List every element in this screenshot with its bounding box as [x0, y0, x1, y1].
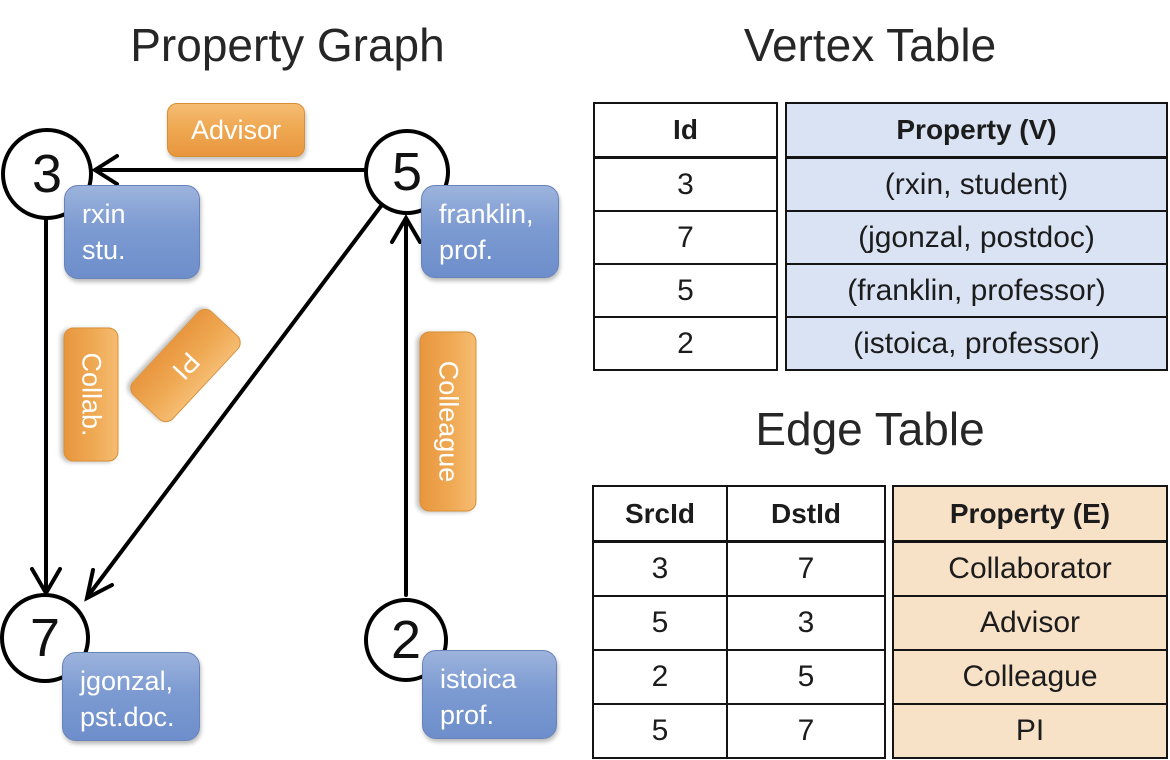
edge-dstid-cell: 7 [728, 703, 884, 757]
vertex-property-line2: prof. [439, 234, 494, 265]
edge-table-title: Edge Table [755, 403, 985, 455]
vertex-table-title: Vertex Table [743, 19, 997, 71]
vertex-property-box-5: franklin, prof. [421, 185, 559, 278]
vertex-table-header-id: Id [595, 104, 776, 157]
edge-label-colleague: Colleague [419, 331, 477, 512]
arrowhead-icon [91, 154, 119, 186]
edge-srcid-cell: 5 [594, 703, 726, 757]
vertex-id-cell: 2 [595, 316, 776, 369]
edge-property-cell: Collaborator [894, 541, 1166, 595]
graph-edges-layer [30, 154, 422, 602]
edge-pi-5-to-7 [84, 204, 383, 602]
edge-table-dstid-column: DstId 7 3 5 7 [726, 487, 884, 757]
edge-dstid-cell: 3 [728, 595, 884, 649]
vertex-property-box-3: rxin stu. [64, 185, 200, 279]
vertex-property-line2: pst.doc. [80, 701, 175, 732]
edge-table-srcid-column: SrcId 3 5 2 5 [594, 487, 726, 757]
arrowhead-icon [390, 214, 422, 244]
vertex-id-cell: 5 [595, 263, 776, 316]
edge-property-cell: PI [894, 703, 1166, 757]
edge-dstid-cell: 7 [728, 541, 884, 595]
vertex-property-cell: (franklin, professor) [787, 263, 1166, 316]
vertex-property-box-7: jgonzal, pst.doc. [62, 652, 200, 741]
arrowhead-icon [84, 568, 114, 602]
property-graph-title: Property Graph [130, 19, 445, 71]
edge-advisor-5-to-3 [91, 154, 366, 186]
vertex-property-box-2: istoica prof. [422, 650, 557, 739]
edge-table-id-columns: SrcId 3 5 2 5 DstId 7 3 5 7 [592, 485, 886, 759]
edge-property-cell: Advisor [894, 595, 1166, 649]
vertex-property-line2: prof. [440, 699, 495, 730]
edge-table-property-column: Property (E) Collaborator Advisor Collea… [892, 485, 1168, 759]
vertex-property-line2: stu. [82, 234, 126, 265]
vertex-table-property-column: Property (V) (rxin, student) (jgonzal, p… [785, 102, 1168, 371]
vertex-table: Id 3 7 5 2 Property (V) (rxin, student) … [593, 102, 1168, 371]
edge-table-header-srcid: SrcId [594, 487, 726, 541]
edge-table-header-property: Property (E) [894, 487, 1166, 541]
vertex-property-line1: rxin [82, 199, 126, 229]
edge-property-cell: Colleague [894, 649, 1166, 703]
edge-table: SrcId 3 5 2 5 DstId 7 3 5 7 Property (E)… [592, 485, 1168, 759]
edge-table-header-dstid: DstId [728, 487, 884, 541]
vertex-property-cell: (jgonzal, postdoc) [787, 210, 1166, 263]
vertex-property-line1: franklin, [439, 199, 534, 229]
vertex-table-id-column: Id 3 7 5 2 [593, 102, 778, 371]
edge-srcid-cell: 3 [594, 541, 726, 595]
edge-label-advisor: Advisor [167, 103, 305, 157]
vertex-property-cell: (rxin, student) [787, 157, 1166, 210]
edge-srcid-cell: 5 [594, 595, 726, 649]
vertex-id-cell: 3 [595, 157, 776, 210]
edge-srcid-cell: 2 [594, 649, 726, 703]
vertex-property-line1: jgonzal, [80, 666, 174, 696]
edge-collaborator-3-to-7 [30, 217, 62, 597]
vertex-property-cell: (istoica, professor) [787, 316, 1166, 369]
vertex-table-header-property: Property (V) [787, 104, 1166, 157]
edge-dstid-cell: 5 [728, 649, 884, 703]
vertex-id-cell: 7 [595, 210, 776, 263]
edge-line [86, 204, 383, 598]
edge-label-collab: Collab. [63, 327, 119, 462]
vertex-property-line1: istoica [440, 664, 517, 694]
vertex-node-2: 2 [364, 598, 448, 682]
edge-colleague-2-to-5 [390, 214, 422, 597]
